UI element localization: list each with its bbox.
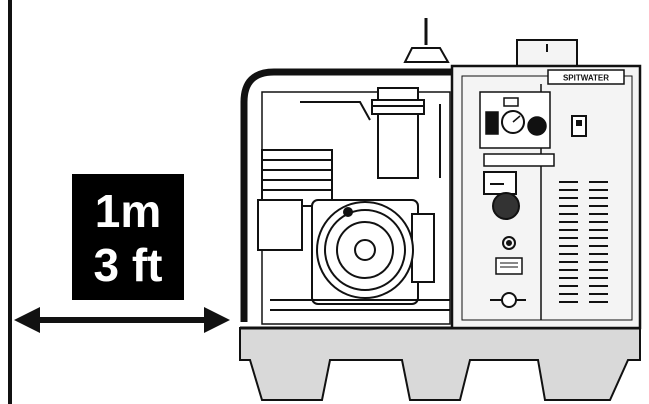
arrow-head-left (14, 307, 40, 333)
brand-label: SPITWATER (563, 74, 609, 83)
water-inlet-connector[interactable] (490, 292, 526, 308)
start-button[interactable] (528, 117, 546, 135)
cabinet-latch[interactable] (571, 115, 587, 137)
info-label-plate (495, 257, 523, 275)
arrow-head-right (204, 307, 230, 333)
exhaust-stack (516, 39, 578, 67)
engine-flywheel (316, 201, 414, 299)
clearance-metric-label: 1m (94, 185, 162, 237)
vent-grille (559, 181, 608, 303)
wall-line (8, 0, 12, 404)
fuel-filler-cap[interactable] (492, 192, 520, 220)
frame-tube (240, 68, 455, 322)
fuel-cap (403, 18, 450, 63)
panel-switch[interactable] (486, 112, 498, 134)
brand-plate: SPITWATER (547, 69, 625, 85)
clearance-label: 1m 3 ft (72, 174, 184, 300)
pressure-gauge (501, 110, 525, 134)
hose-outlet (483, 171, 517, 195)
gear-indicator-icon (502, 236, 516, 250)
machine-base (239, 326, 641, 401)
clearance-imperial-label: 3 ft (93, 239, 163, 291)
clearance-arrow (14, 307, 230, 333)
